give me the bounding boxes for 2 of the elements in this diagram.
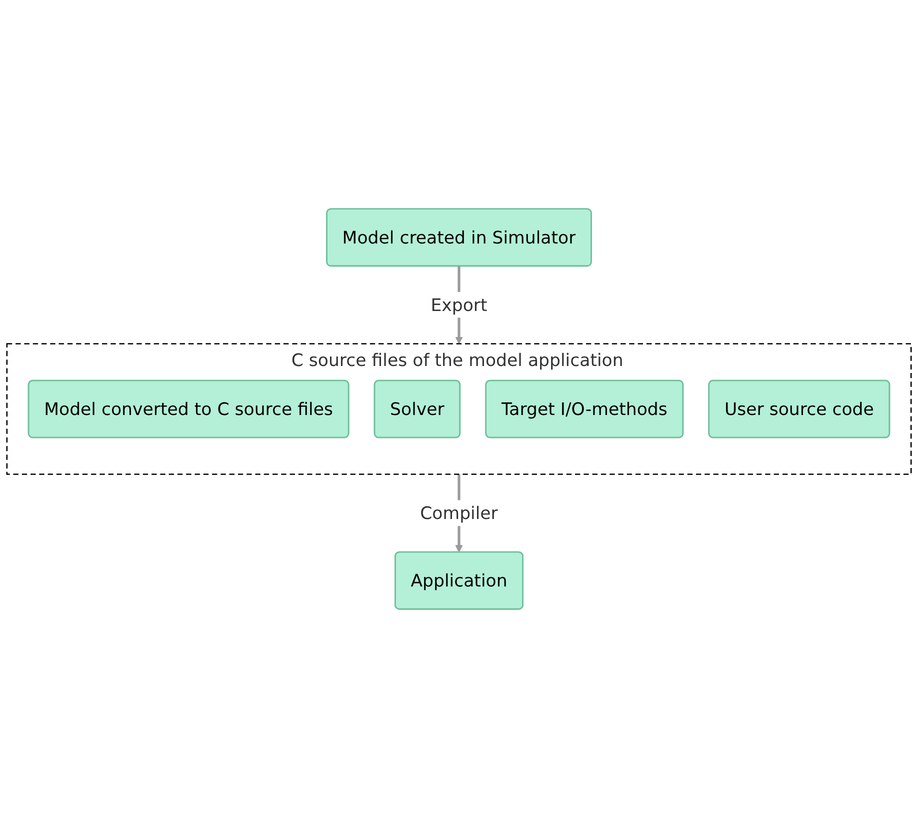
edge-label: Export (430, 294, 488, 315)
edge-label: Compiler (420, 502, 498, 524)
